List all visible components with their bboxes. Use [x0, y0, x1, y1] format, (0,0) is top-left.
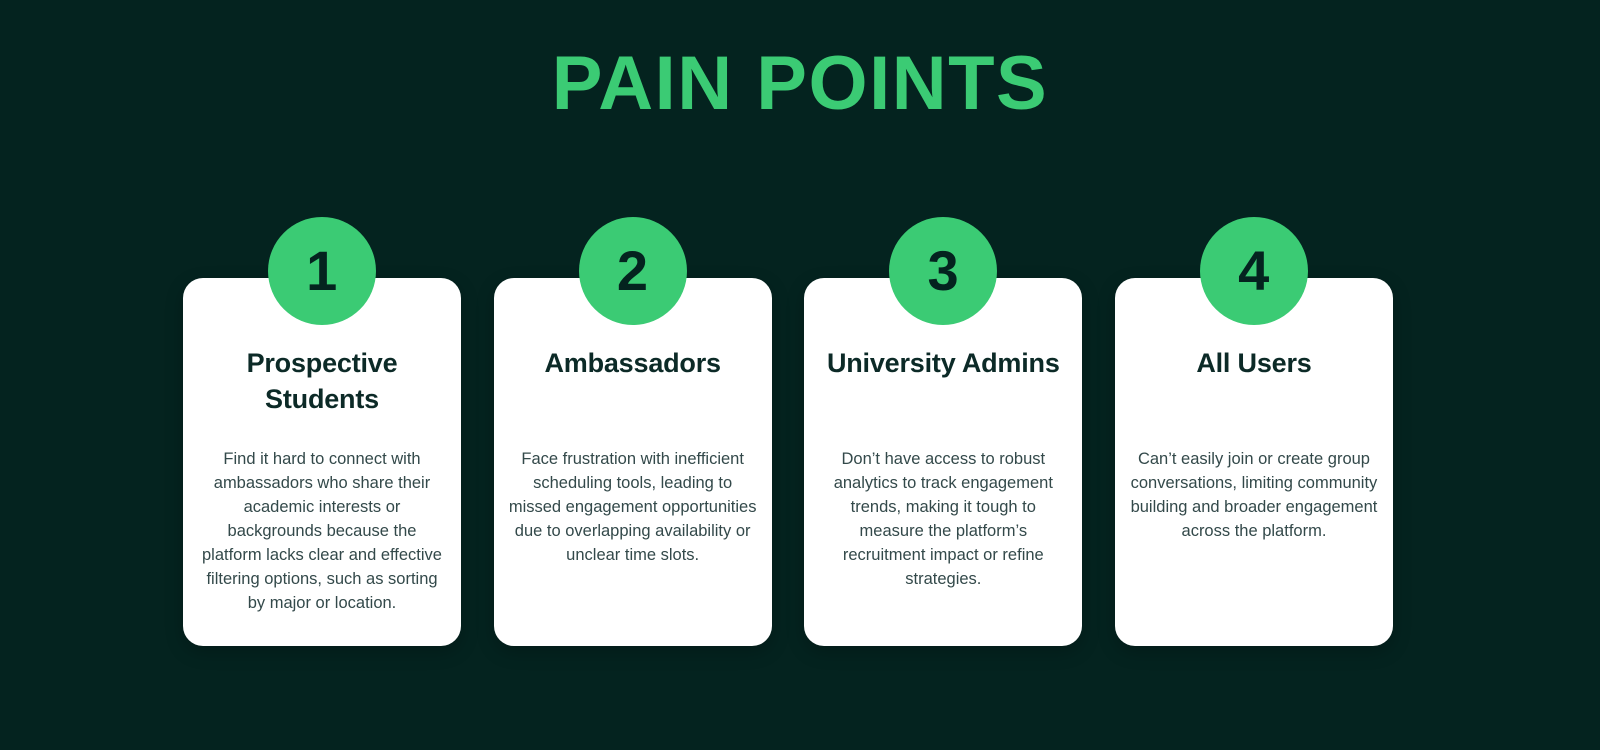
- card-body-text: Find it hard to connect with ambassadors…: [202, 450, 442, 612]
- card-number-badge: 3: [889, 217, 998, 325]
- card-heading: All Users: [1196, 348, 1312, 378]
- card-number-label: 1: [306, 239, 338, 302]
- card-number-label: 2: [616, 239, 649, 302]
- pain-point-card: 2 Ambassadors Face frustration with inef…: [493, 217, 772, 646]
- card-number-badge: 4: [1199, 217, 1308, 325]
- card-number-badge: 1: [268, 217, 376, 325]
- card-body-text: Don’t have access to robust analytics to…: [833, 450, 1053, 588]
- card-heading: Prospective Students: [246, 348, 398, 414]
- card-heading: University Admins: [826, 348, 1060, 378]
- card-number-badge: 2: [578, 217, 687, 325]
- card-heading: Ambassadors: [544, 348, 721, 378]
- card-number-label: 3: [927, 239, 960, 302]
- card-body-text: Can’t easily join or create group conver…: [1130, 450, 1378, 540]
- card-number-label: 4: [1238, 239, 1270, 302]
- page-title: PAIN POINTS: [551, 41, 1049, 126]
- card-body-text: Face frustration with inefficient schedu…: [508, 450, 757, 564]
- pain-point-card: 4 All Users Can’t easily join or create …: [1114, 217, 1393, 646]
- pain-point-card: 3 University Admins Don’t have access to…: [804, 217, 1083, 646]
- pain-points-card-list: 1 Prospective Students Find it hard to c…: [183, 217, 1393, 646]
- pain-point-card: 1 Prospective Students Find it hard to c…: [183, 217, 461, 646]
